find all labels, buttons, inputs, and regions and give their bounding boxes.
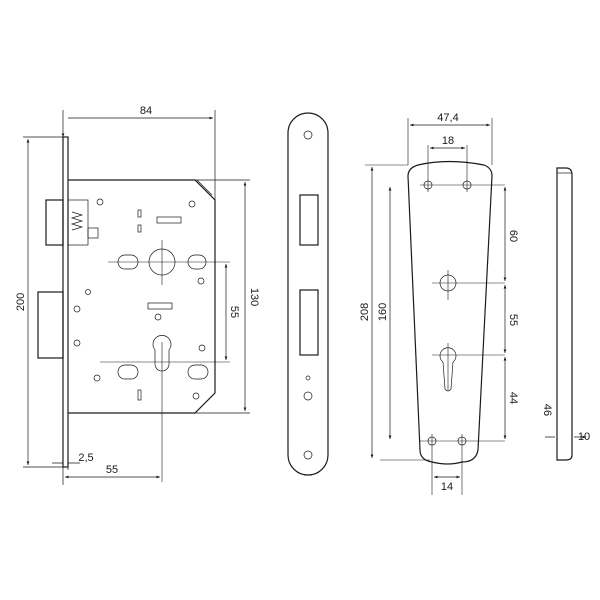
deadbolt <box>37 291 64 359</box>
dim-bottom-screws-14: 14 <box>441 481 453 493</box>
dim-55: 55 <box>507 314 519 326</box>
faceplate-front-view <box>287 112 329 476</box>
lock-body-view: 84 200 130 55 2,5 55 <box>15 105 260 485</box>
dim-height-200: 200 <box>15 293 27 311</box>
dim-screw-centers-160: 160 <box>377 303 389 321</box>
dim-centers-55: 55 <box>228 306 240 318</box>
lock-case <box>68 179 216 414</box>
side-view: 46 10 <box>541 167 590 461</box>
dim-44: 44 <box>507 392 519 404</box>
dim-case-130: 130 <box>248 288 260 306</box>
escutcheon-view: 47,4 18 208 160 60 55 44 14 <box>359 112 519 495</box>
dim-side-46: 46 <box>541 404 553 416</box>
latch-spring <box>70 211 84 231</box>
dim-top-screws-18: 18 <box>442 135 454 147</box>
dim-backset-55: 55 <box>106 464 118 476</box>
dim-width-84: 84 <box>140 105 152 117</box>
latch-bolt <box>45 199 64 246</box>
cylinder-cutout <box>152 335 172 372</box>
dim-height-208: 208 <box>359 303 371 321</box>
dim-offset-2-5: 2,5 <box>78 452 93 464</box>
dim-thickness-10: 10 <box>578 431 590 443</box>
faceplate <box>62 136 69 468</box>
dim-width-47-4: 47,4 <box>437 112 458 124</box>
dim-60: 60 <box>507 230 519 242</box>
cylinder-hole <box>439 347 457 392</box>
